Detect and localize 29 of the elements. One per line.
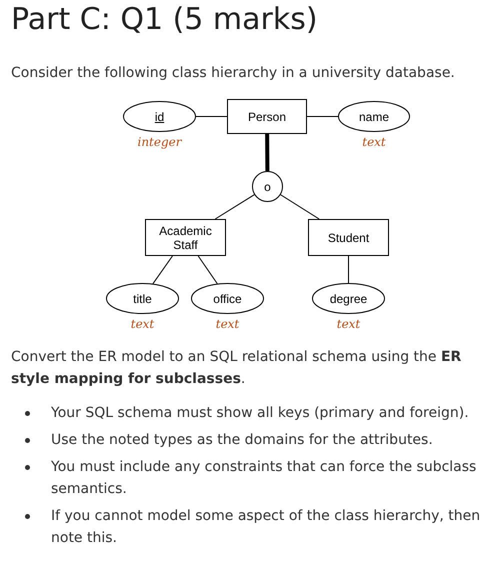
- connector-line: [196, 116, 228, 117]
- type-label: text: [362, 135, 386, 149]
- type-label: text: [130, 317, 154, 331]
- connector-line: [152, 256, 173, 284]
- bullet-text: Your SQL schema must show all keys (primary and foreign).: [51, 405, 469, 421]
- page-title: Part C: Q1 (5 marks): [11, 2, 318, 37]
- type-label: text: [336, 317, 360, 331]
- connector-line: [280, 194, 320, 220]
- entity-box: Person: [227, 99, 307, 134]
- type-label: text: [216, 317, 240, 331]
- overlap-circle: o: [252, 171, 283, 202]
- type-label: integer: [138, 135, 182, 149]
- bullet-text: If you cannot model some aspect of the class hierarchy, then note this.: [51, 508, 480, 546]
- attribute-ellipse: id: [123, 101, 196, 132]
- attribute-ellipse: title: [106, 283, 179, 314]
- connector-line: [198, 256, 218, 284]
- connector-line: [306, 116, 338, 117]
- connector-line: [265, 134, 270, 172]
- entity-box: Student: [308, 219, 389, 256]
- entity-box: Academic Staff: [145, 219, 226, 256]
- attribute-ellipse: degree: [312, 283, 385, 314]
- bullet-text: You must include any constraints that can force the subclass semantics.: [51, 459, 476, 497]
- attribute-ellipse: office: [191, 283, 264, 314]
- attribute-ellipse: name: [338, 101, 410, 132]
- paragraph-text: Convert the ER model to an SQL relational schema using the ER style mapping for subclasses.: [11, 348, 462, 389]
- bullet-text: Use the noted types as the domains for the attributes.: [51, 432, 433, 448]
- connector-line: [214, 194, 255, 220]
- connector-line: [348, 256, 349, 284]
- paragraph-text: Consider the following class hierarchy in a university database.: [11, 64, 456, 83]
